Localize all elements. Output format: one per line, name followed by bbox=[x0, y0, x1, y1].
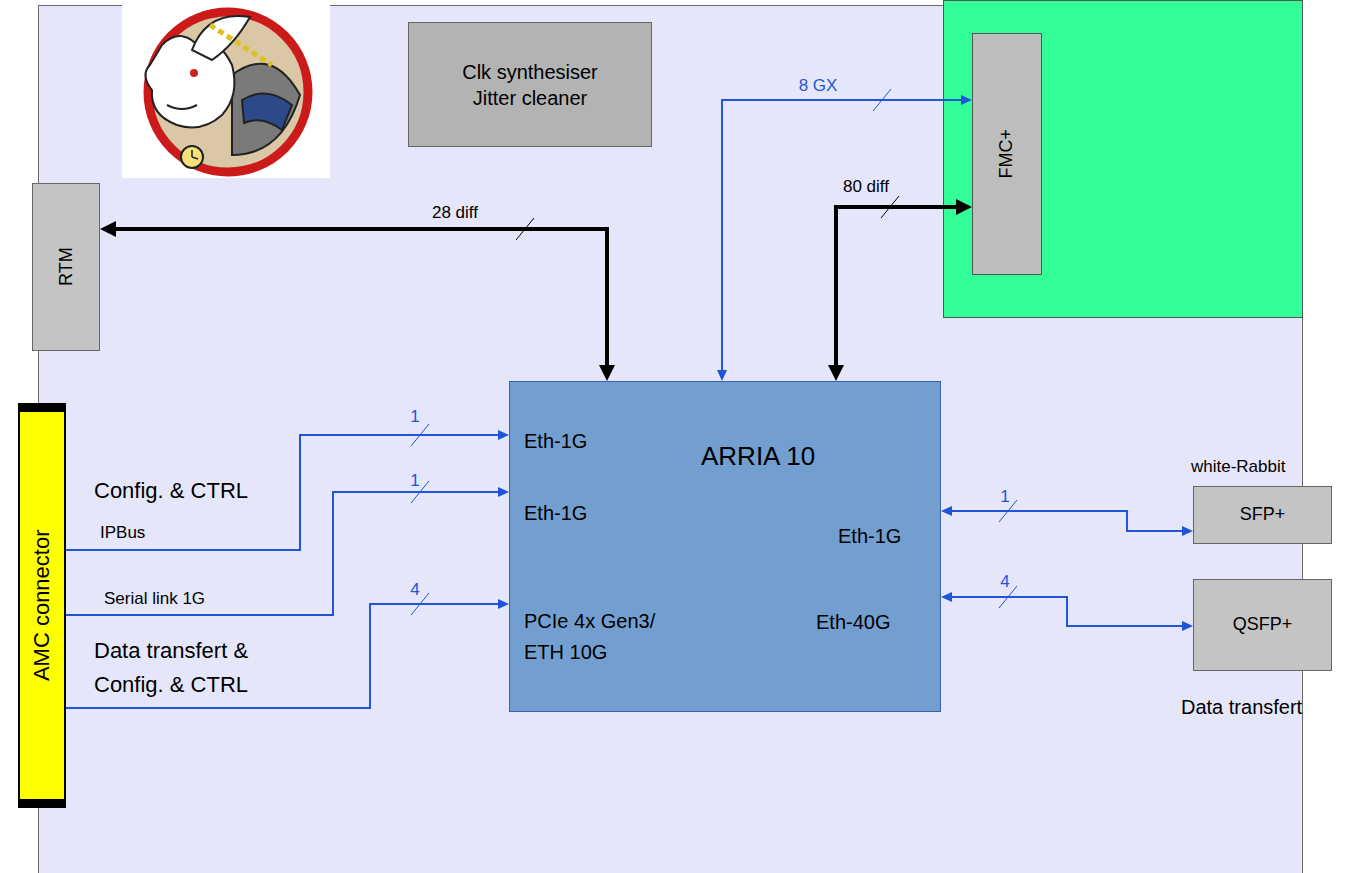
arrow-head bbox=[1182, 526, 1193, 536]
qsfp-box: QSFP+Data transfert bbox=[1193, 579, 1332, 671]
node-label: Eth-1G bbox=[838, 525, 901, 548]
node-label: Eth-1G bbox=[524, 430, 587, 453]
bus-width-slash bbox=[873, 89, 891, 111]
node-label: PCIe 4x Gen3/ ETH 10G bbox=[524, 606, 674, 668]
arrow-head bbox=[961, 95, 972, 105]
connector-line bbox=[722, 100, 963, 372]
connector-line bbox=[950, 597, 1184, 626]
bus-width-label: 1 bbox=[1000, 487, 1009, 507]
node-label: QSFP+ bbox=[1233, 613, 1293, 636]
connector bbox=[100, 218, 615, 381]
arrow-head bbox=[956, 199, 972, 215]
arrow-head bbox=[599, 365, 615, 381]
bus-width-label: 4 bbox=[410, 580, 419, 600]
arrow-head bbox=[828, 365, 844, 381]
node-label: Eth-1G bbox=[524, 502, 587, 525]
connector bbox=[941, 500, 1193, 536]
node-label: ARRIA 10 bbox=[701, 441, 815, 472]
bus-width-label: 8 GX bbox=[799, 76, 838, 96]
arrow-head bbox=[498, 487, 509, 497]
signal-label: Data transfert & Config. & CTRL bbox=[94, 634, 284, 702]
connector-line bbox=[66, 492, 500, 615]
signal-label: IPBus bbox=[100, 523, 145, 543]
node-label: Eth-40G bbox=[816, 611, 890, 634]
logo-collar bbox=[242, 94, 292, 130]
connector-line bbox=[836, 207, 958, 367]
logo-ground bbox=[122, 5, 330, 178]
node-label: white-Rabbit bbox=[1191, 457, 1286, 477]
connector bbox=[941, 586, 1193, 631]
arrow-head bbox=[100, 221, 116, 237]
clock-box: Clk synthesiser Jitter cleaner bbox=[408, 22, 652, 147]
connector-line bbox=[66, 604, 500, 708]
arrow-head bbox=[498, 430, 509, 440]
fmc-connector-box: FMC+ bbox=[972, 33, 1042, 275]
node-label: Clk synthesiser Jitter cleaner bbox=[440, 59, 620, 111]
arrow-head bbox=[717, 370, 727, 381]
signal-label: Config. & CTRL bbox=[94, 478, 248, 504]
signal-label: Serial link 1G bbox=[104, 589, 205, 609]
logo-watch bbox=[181, 146, 203, 168]
bus-width-slash bbox=[516, 218, 534, 240]
node-label: RTM bbox=[54, 248, 77, 287]
bus-width-label: 80 diff bbox=[843, 177, 889, 197]
connector bbox=[717, 89, 972, 381]
arrow-head bbox=[941, 506, 952, 516]
node-label: FMC+ bbox=[995, 129, 1018, 179]
connector-line bbox=[114, 229, 607, 367]
connector bbox=[66, 424, 509, 550]
bus-width-label: 28 diff bbox=[432, 203, 478, 223]
sfp-box: white-RabbitSFP+ bbox=[1193, 486, 1332, 544]
node-label: SFP+ bbox=[1240, 503, 1286, 526]
node-label: AMC connector bbox=[28, 530, 57, 682]
logo-eye bbox=[190, 69, 198, 77]
arrow-head bbox=[498, 599, 509, 609]
bus-width-label: 1 bbox=[410, 407, 419, 427]
logo-rabbit-ear bbox=[192, 16, 250, 60]
bus-width-label: 4 bbox=[1000, 572, 1009, 592]
connector bbox=[66, 593, 509, 708]
logo-mouth bbox=[167, 105, 197, 109]
arrow-head bbox=[1182, 621, 1193, 631]
rtm-box: RTM bbox=[32, 183, 100, 351]
amc-connector-box: AMC connector bbox=[18, 403, 66, 808]
white-rabbit-logo bbox=[122, 5, 330, 178]
node-label: Data transfert bbox=[1181, 696, 1302, 719]
arrow-head bbox=[941, 592, 952, 602]
bus-width-slash bbox=[881, 196, 899, 218]
bus-width-label: 1 bbox=[410, 471, 419, 491]
fpga-box: ARRIA 10 Eth-1G Eth-1G PCIe 4x Gen3/ ETH 10… bbox=[509, 381, 941, 712]
logo-watch-hands bbox=[192, 150, 198, 159]
logo-chain bbox=[210, 25, 272, 65]
connector bbox=[828, 196, 972, 381]
bus-width-slash bbox=[411, 424, 429, 446]
connector-line bbox=[950, 511, 1184, 531]
logo-coat bbox=[232, 64, 300, 155]
